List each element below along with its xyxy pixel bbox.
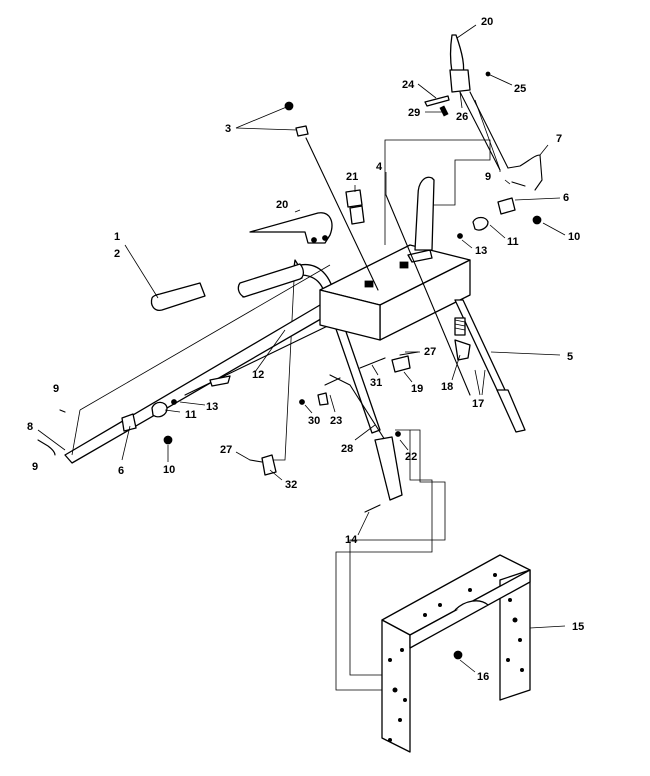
callout-14: 14 xyxy=(345,534,358,546)
dash-panel xyxy=(319,244,471,341)
ignition-switch xyxy=(345,189,365,225)
cable-bracket xyxy=(249,454,277,476)
callout-11-left: 11 xyxy=(185,409,197,421)
callout-16: 16 xyxy=(477,671,489,683)
callout-6-right: 6 xyxy=(563,192,569,204)
callout-17: 17 xyxy=(472,398,484,410)
control-rod xyxy=(184,319,341,396)
handle-grip xyxy=(150,263,305,311)
callout-13-right: 13 xyxy=(475,245,487,257)
middle-linkage xyxy=(299,351,419,441)
callout-23: 23 xyxy=(330,415,342,427)
callout-12: 12 xyxy=(252,369,264,381)
lower-linkage xyxy=(364,431,403,513)
callout-24: 24 xyxy=(402,79,415,91)
callout-3: 3 xyxy=(225,123,231,135)
callout-31: 31 xyxy=(370,377,382,389)
callout-25: 25 xyxy=(514,83,526,95)
callout-4: 4 xyxy=(376,161,383,173)
callout-9-upper-left: 9 xyxy=(53,383,59,395)
callout-21: 21 xyxy=(346,171,358,183)
callout-9-right: 9 xyxy=(485,171,491,183)
callout-13-left: 13 xyxy=(206,401,218,413)
callout-28: 28 xyxy=(341,443,353,455)
right-upper-handle xyxy=(385,176,526,433)
callout-22: 22 xyxy=(405,451,417,463)
callout-30: 30 xyxy=(308,415,320,427)
callout-6-left: 6 xyxy=(118,465,124,477)
callout-labels: 1 2 3 4 5 6 6 7 8 9 9 9 10 10 11 11 12 1… xyxy=(27,16,584,683)
callout-7: 7 xyxy=(556,133,562,145)
callout-20-left: 20 xyxy=(276,199,288,211)
frame-bracket xyxy=(381,554,531,753)
callout-5: 5 xyxy=(567,351,573,363)
callout-11-right: 11 xyxy=(507,236,519,248)
callout-20-top: 20 xyxy=(481,16,493,28)
callout-8: 8 xyxy=(27,421,33,433)
leader-lines xyxy=(37,24,566,673)
callout-27-left: 27 xyxy=(220,444,232,456)
speed-selector xyxy=(454,317,471,361)
callout-18: 18 xyxy=(441,381,453,393)
callout-26: 26 xyxy=(456,111,468,123)
callout-9-lower-left: 9 xyxy=(32,461,38,473)
upper-left-lever xyxy=(249,101,379,291)
callout-10-left: 10 xyxy=(163,464,175,476)
callout-2: 2 xyxy=(114,248,120,260)
right-hardware xyxy=(457,181,542,239)
shift-lever xyxy=(424,34,509,171)
callout-32: 32 xyxy=(285,479,297,491)
callout-15: 15 xyxy=(572,621,584,633)
callout-1: 1 xyxy=(114,231,120,243)
left-hardware xyxy=(37,399,177,456)
callout-27-right: 27 xyxy=(424,346,436,358)
callout-29: 29 xyxy=(408,107,420,119)
callout-10-right: 10 xyxy=(568,231,580,243)
callout-19: 19 xyxy=(411,383,423,395)
bracket-holes xyxy=(388,573,524,742)
right-cable xyxy=(507,154,543,191)
